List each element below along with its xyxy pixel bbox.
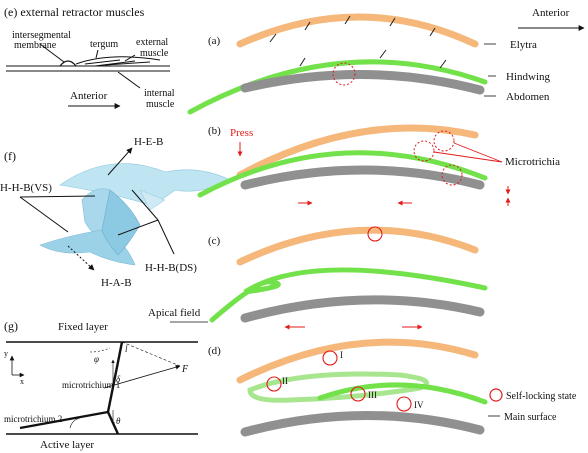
- label-elytra: Elytra: [510, 39, 537, 51]
- panel-d-letter: (d): [208, 345, 221, 357]
- lock-point-c: [367, 226, 383, 242]
- abdomen-band-a: [240, 70, 485, 95]
- panel-e-title: (e) external retractor muscles: [4, 5, 145, 19]
- symbol-phi: φ: [94, 354, 99, 364]
- label-intersegmental: intersegmental: [12, 30, 71, 41]
- legend-lock-circle: [489, 388, 503, 402]
- roman-ii: II: [282, 376, 288, 386]
- hindwing-band-b: [197, 150, 488, 198]
- axis-y-label: y: [4, 349, 8, 358]
- label-fixed-layer: Fixed layer: [58, 321, 108, 333]
- label-microtrichium-2: microtrichium 2: [4, 414, 62, 424]
- panel-a-letter: (a): [208, 35, 221, 47]
- abdomen-band-c: [240, 295, 485, 323]
- label-press: Press: [230, 127, 253, 139]
- label-abdomen: Abdomen: [506, 91, 550, 103]
- panel-d: (d) I II III IV Self-locking state Main …: [208, 338, 577, 437]
- symbol-force: F: [181, 364, 189, 375]
- hindwing-band-d: [317, 382, 488, 405]
- elytra-band-c: [236, 226, 479, 266]
- membrane-folds: [39, 163, 231, 266]
- panel-b-letter: (b): [208, 125, 221, 137]
- axis-x-label: x: [20, 377, 24, 386]
- microtrichia-leaders: [433, 142, 503, 163]
- abdomen-band-d: [240, 411, 485, 437]
- panel-c: (c) Apical field: [148, 226, 488, 330]
- lock-point-iv: [396, 396, 412, 412]
- microtrichia-geometry: [19, 341, 181, 435]
- panel-a: (a) Anterior Elytra Hindwing Abdomen: [187, 7, 585, 115]
- label-heb: H-E-B: [134, 136, 163, 148]
- label-anterior-e: Anterior: [70, 90, 108, 102]
- layer-leader-lines: [484, 43, 496, 97]
- elytra-band-a: [236, 13, 479, 48]
- lock-point-iii: [350, 386, 366, 402]
- panel-b: (b) Press Microtrichia: [197, 124, 560, 206]
- roman-i: I: [340, 350, 343, 360]
- panel-e: (e) external retractor muscles intersegm…: [4, 5, 175, 110]
- label-external-muscle: muscle: [140, 48, 169, 59]
- label-anterior-a: Anterior: [532, 7, 570, 19]
- tergum-drawing: [6, 43, 170, 89]
- microtrichia-circle-b1: [433, 130, 455, 152]
- symbol-delta: δ: [116, 374, 121, 384]
- symbol-length: l: [125, 344, 128, 354]
- label-external: external: [136, 37, 168, 48]
- lock-point-ii: [266, 376, 282, 392]
- label-tergum: tergum: [90, 39, 118, 50]
- symbol-theta: θ: [116, 416, 121, 426]
- label-membrane: membrane: [14, 40, 57, 51]
- label-internal: internal: [144, 88, 175, 99]
- label-internal-muscle: muscle: [146, 99, 175, 110]
- axes-icon: [9, 355, 25, 378]
- label-microtrichia: Microtrichia: [505, 156, 560, 168]
- panel-c-letter: (c): [208, 235, 221, 247]
- label-microtrichium-1: microtrichium 1: [62, 380, 120, 390]
- spine-marks-a: [269, 15, 447, 69]
- elytra-band-b: [236, 124, 479, 179]
- microtrichia-circle-b3: [441, 164, 463, 186]
- label-main-surface: Main surface: [504, 412, 557, 423]
- label-hhb-vs: H-H-B(VS): [0, 182, 52, 194]
- microtrichia-region-a: [332, 62, 356, 86]
- abdomen-band-b: [240, 165, 485, 190]
- lock-point-i: [322, 350, 338, 366]
- label-active-layer: Active layer: [40, 439, 94, 451]
- roman-iii: III: [368, 390, 377, 400]
- label-hab: H-A-B: [101, 277, 132, 289]
- roman-iv: IV: [414, 400, 424, 410]
- label-self-locking: Self-locking state: [506, 391, 577, 402]
- panel-f-letter: (f): [4, 149, 16, 163]
- microtrichia-circle-b2: [413, 140, 435, 162]
- label-hhb-ds: H-H-B(DS): [145, 262, 197, 274]
- label-apical-field: Apical field: [148, 307, 201, 319]
- panel-g-letter: (g): [4, 319, 18, 333]
- label-hindwing: Hindwing: [506, 71, 551, 83]
- hindwing-band-a: [187, 59, 488, 115]
- panel-f: (f) H-E-B H-H-B(VS) H-H-B(DS) H-A-B: [0, 136, 231, 289]
- elytra-band-d: [236, 338, 479, 384]
- panel-f-pointers: [19, 147, 175, 271]
- hindwing-band-c: [209, 267, 488, 323]
- panel-g: (g) Fixed layer Active layer y x microtr…: [4, 319, 198, 451]
